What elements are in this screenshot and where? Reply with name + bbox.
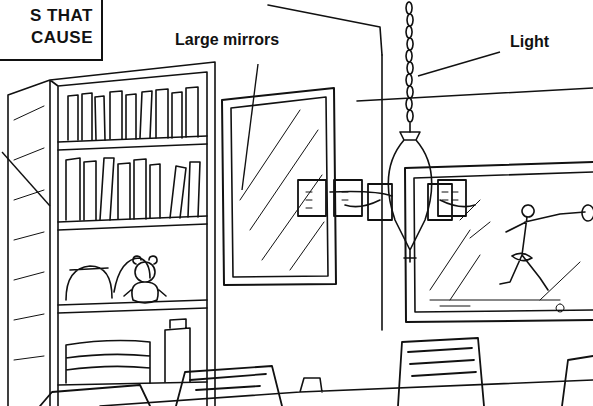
lamp-shades [298,180,466,220]
screen-sketch [430,200,580,312]
callout-heading: S THAT CAUSE [5,5,93,49]
wall-corner [381,55,383,330]
table-edge [100,378,593,406]
mirror-reflection [240,110,324,270]
chandelier-body [330,132,475,262]
chairs [40,338,593,406]
television [405,162,593,322]
folded-cloth [66,319,190,383]
ceiling-line [357,88,593,101]
teddy-bear [124,256,166,303]
shade-marks [306,192,458,208]
leader-line [418,52,500,76]
part-label: Large mirrors [173,30,281,49]
chandelier [298,2,475,262]
side-shading [14,106,44,360]
shelf-boards [58,136,207,385]
leader-line [2,152,50,206]
large-mirror [222,88,336,285]
bookshelf [8,62,215,406]
books-row-1 [68,87,198,140]
room-walls [268,5,593,330]
fencer-figure [500,205,585,290]
callout-box: S THAT CAUSE [0,0,103,61]
tv-frame [405,162,593,322]
chair-back-middle [398,338,484,406]
leader-line [242,64,258,190]
fencing-mask [582,205,593,221]
books-row-2 [66,158,200,220]
mirror-inner [231,97,328,277]
chair-back-left [40,366,282,406]
part-label: Light [508,32,551,51]
shelf-frame [8,62,215,406]
light-chain [406,2,413,132]
ceiling-edge [268,5,382,55]
mirror-frame [222,88,336,285]
tv-screen [414,172,593,312]
